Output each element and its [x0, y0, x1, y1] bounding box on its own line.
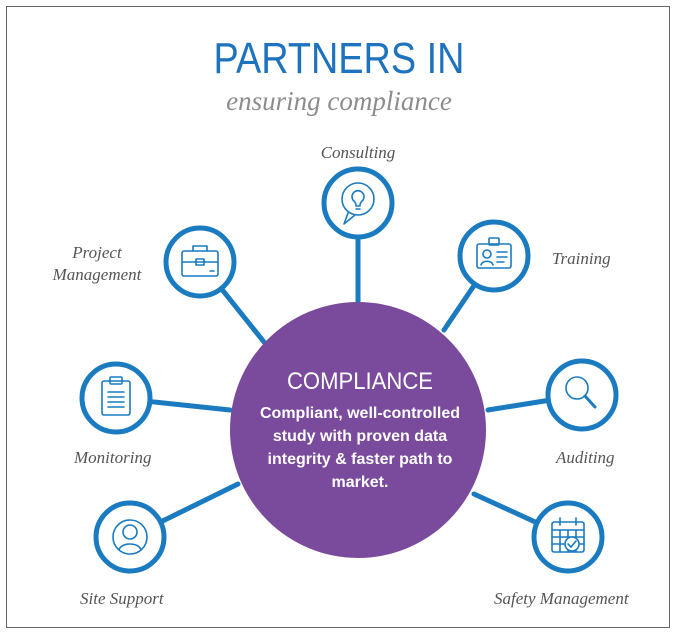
- node-consulting: [321, 166, 395, 240]
- label-project-management: Project Management: [52, 243, 142, 284]
- node-auditing: [545, 358, 619, 432]
- label-consulting: Consulting: [320, 143, 396, 162]
- label-site-support: Site Support: [80, 589, 164, 608]
- node-monitoring: [79, 361, 153, 435]
- label-monitoring: Monitoring: [74, 448, 152, 467]
- center-description: Compliant, well-controlled study with pr…: [259, 405, 460, 491]
- lightbulb-icon: [341, 182, 375, 225]
- magnifier-icon: [565, 376, 597, 409]
- compliance-hub: [230, 302, 486, 558]
- center-heading: COMPLIANCE: [286, 368, 433, 395]
- label-safety-management: Safety Management: [494, 589, 629, 608]
- label-training: Training: [552, 249, 611, 268]
- node-site-support: [93, 500, 167, 574]
- person-icon: [112, 519, 148, 555]
- label-auditing: Auditing: [556, 448, 615, 467]
- diagram-frame: [6, 6, 670, 628]
- calendar-check-icon: [551, 517, 585, 553]
- clipboard-icon: [101, 376, 131, 416]
- briefcase-icon: [181, 245, 219, 277]
- diagram-subtitle: ensuring compliance: [226, 86, 452, 116]
- diagram-title: PARTNERS IN: [213, 34, 465, 83]
- id-badge-icon: [476, 237, 512, 269]
- node-training: [457, 219, 531, 293]
